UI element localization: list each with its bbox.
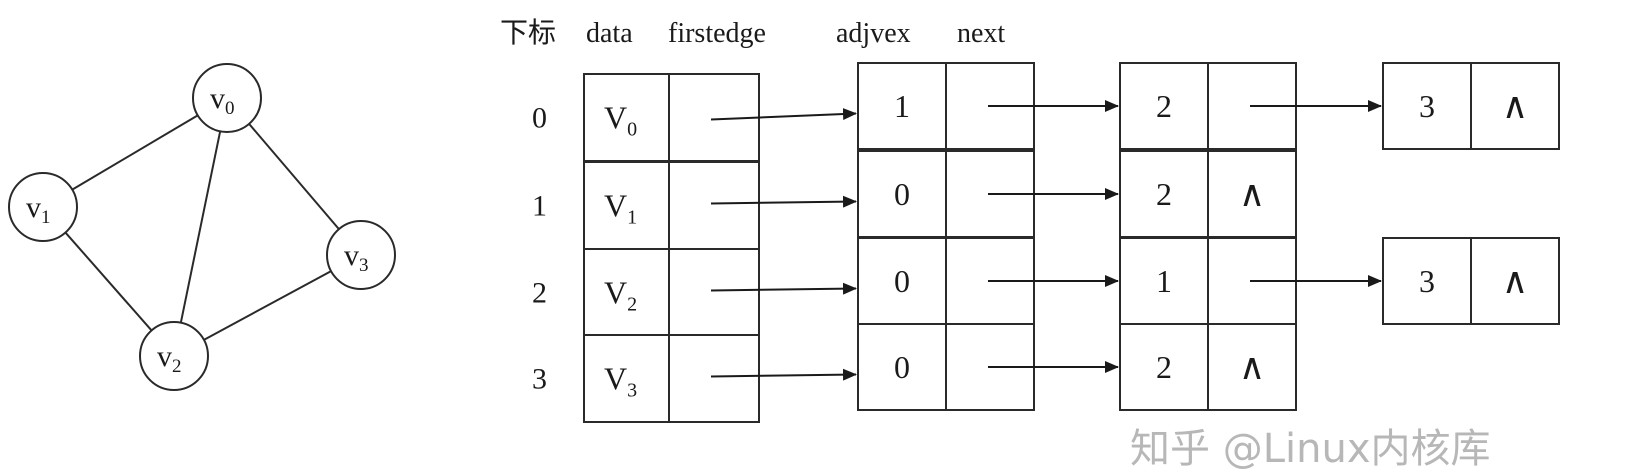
graph-node-v3: v3 <box>326 220 396 290</box>
header-data: data <box>586 18 633 49</box>
edge-node: 2 <box>1119 62 1382 150</box>
firstedge-pointer-arrow <box>710 368 857 381</box>
graph-node-label: v0 <box>210 82 235 119</box>
edge-node: 2∧ <box>1119 323 1297 411</box>
adjvex-value: 1 <box>894 88 910 124</box>
graph-node-label: v1 <box>26 191 51 228</box>
next-cell <box>1207 150 1297 238</box>
graph-node-v0: v0 <box>192 63 262 133</box>
vertex-data-label: V3 <box>604 361 637 402</box>
null-pointer-symbol: ∧ <box>1502 86 1528 126</box>
edge-node: 0 <box>857 237 1119 325</box>
adjvex-value: 2 <box>1156 176 1172 212</box>
next-cell <box>1207 323 1297 411</box>
firstedge-pointer-arrow <box>710 108 857 121</box>
edge-node: 1 <box>857 62 1119 150</box>
firstedge-pointer-arrow <box>710 282 857 295</box>
row-index-label: 2 <box>532 277 547 310</box>
header-firstedge: firstedge <box>668 18 766 49</box>
adjvex-value: 2 <box>1156 88 1172 124</box>
vertex-firstedge-cell <box>668 161 760 250</box>
graph-node-label: v2 <box>157 340 182 377</box>
row-index-label: 1 <box>532 190 547 223</box>
adjvex-value: 1 <box>1156 263 1172 299</box>
row-index-label: 0 <box>532 102 547 135</box>
adjvex-cell <box>1119 150 1209 238</box>
graph-node-v1: v1 <box>8 172 78 242</box>
graph-edge-v0-v2 <box>179 131 222 323</box>
adjvex-cell <box>857 150 947 238</box>
vertex-data-cell <box>583 73 670 162</box>
graph-edge-v0-v1 <box>71 114 199 191</box>
watermark-text: 知乎 @Linux内核库 <box>1130 426 1491 472</box>
graph-nodes: v0 v1 v2 v3 <box>8 63 396 391</box>
null-pointer-symbol: ∧ <box>1239 347 1265 387</box>
edge-node: 3∧ <box>1382 62 1560 150</box>
graph-edge-v2-v3 <box>203 270 332 341</box>
table-headers: 下标 data firstedge adjvex next <box>500 17 1005 49</box>
next-cell <box>1470 62 1560 150</box>
header-index: 下标 <box>500 17 556 49</box>
adjvex-cell <box>1382 62 1472 150</box>
adjvex-cell <box>857 237 947 325</box>
vertex-data-label: V0 <box>604 100 637 141</box>
adjvex-value: 0 <box>894 176 910 212</box>
vertex-data-label: V1 <box>604 188 637 229</box>
adjvex-value: 0 <box>894 349 910 385</box>
adjvex-cell <box>1119 237 1209 325</box>
undirected-graph: v0 v1 v2 v3 <box>8 63 396 391</box>
adjvex-cell <box>857 62 947 150</box>
adjvex-cell <box>1382 237 1472 325</box>
adjvex-value: 0 <box>894 263 910 299</box>
edge-node: 0 <box>857 150 1119 238</box>
adjvex-value: 2 <box>1156 349 1172 385</box>
null-pointer-symbol: ∧ <box>1502 261 1528 301</box>
firstedge-pointer-arrow <box>710 195 857 208</box>
graph-edges <box>64 114 340 341</box>
vertex-firstedge-cell <box>668 248 760 337</box>
edge-node: 0 <box>857 323 1119 411</box>
graph-node-label: v3 <box>344 239 369 276</box>
vertex-data-cell <box>583 334 670 423</box>
adjvex-value: 3 <box>1419 263 1435 299</box>
null-pointer-symbol: ∧ <box>1239 174 1265 214</box>
graph-node-v2: v2 <box>139 321 209 391</box>
next-cell <box>1470 237 1560 325</box>
vertex-data-label: V2 <box>604 275 637 316</box>
edge-node: 2∧ <box>1119 150 1297 238</box>
header-adjvex: adjvex <box>836 18 911 49</box>
edge-node: 1 <box>1119 237 1382 325</box>
adjvex-cell <box>1119 323 1209 411</box>
adjvex-value: 3 <box>1419 88 1435 124</box>
graph-edge-v1-v2 <box>64 231 153 332</box>
vertex-firstedge-cell <box>668 334 760 423</box>
edge-node: 3∧ <box>1382 237 1560 325</box>
header-next: next <box>957 18 1005 49</box>
graph-edge-v0-v3 <box>248 123 340 230</box>
row-index-label: 3 <box>532 363 547 396</box>
